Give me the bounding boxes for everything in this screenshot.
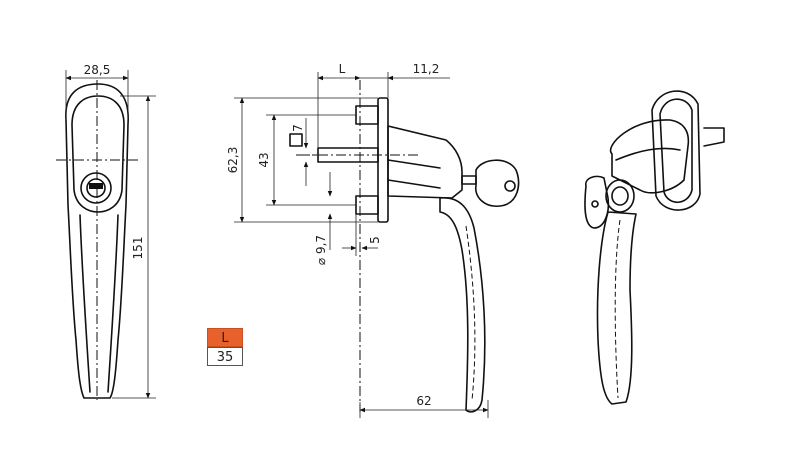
- side-view: L 11,2 62,3 43 7 ⌀ 9,7 5 62: [226, 62, 520, 418]
- spec-badge-value: 35: [207, 347, 243, 366]
- perspective-view: [584, 90, 725, 405]
- dim-square-spindle: 7: [291, 124, 305, 132]
- dim-height: 151: [131, 237, 145, 260]
- dim-projection: 11,2: [413, 62, 440, 76]
- dim-base-height: 62,3: [226, 147, 240, 174]
- spec-badge-label: L: [207, 328, 243, 347]
- dim-bolt-offset: 5: [368, 236, 382, 244]
- front-view: 28,5 151: [56, 63, 156, 400]
- key-icon: [461, 159, 520, 207]
- dim-width: 28,5: [84, 63, 111, 77]
- dim-screw-spacing: 43: [257, 152, 271, 167]
- key-icon: [584, 175, 610, 229]
- dim-offset: L: [339, 62, 346, 76]
- dim-reach: 62: [416, 394, 431, 408]
- dim-bolt-diameter: ⌀ 9,7: [314, 235, 328, 265]
